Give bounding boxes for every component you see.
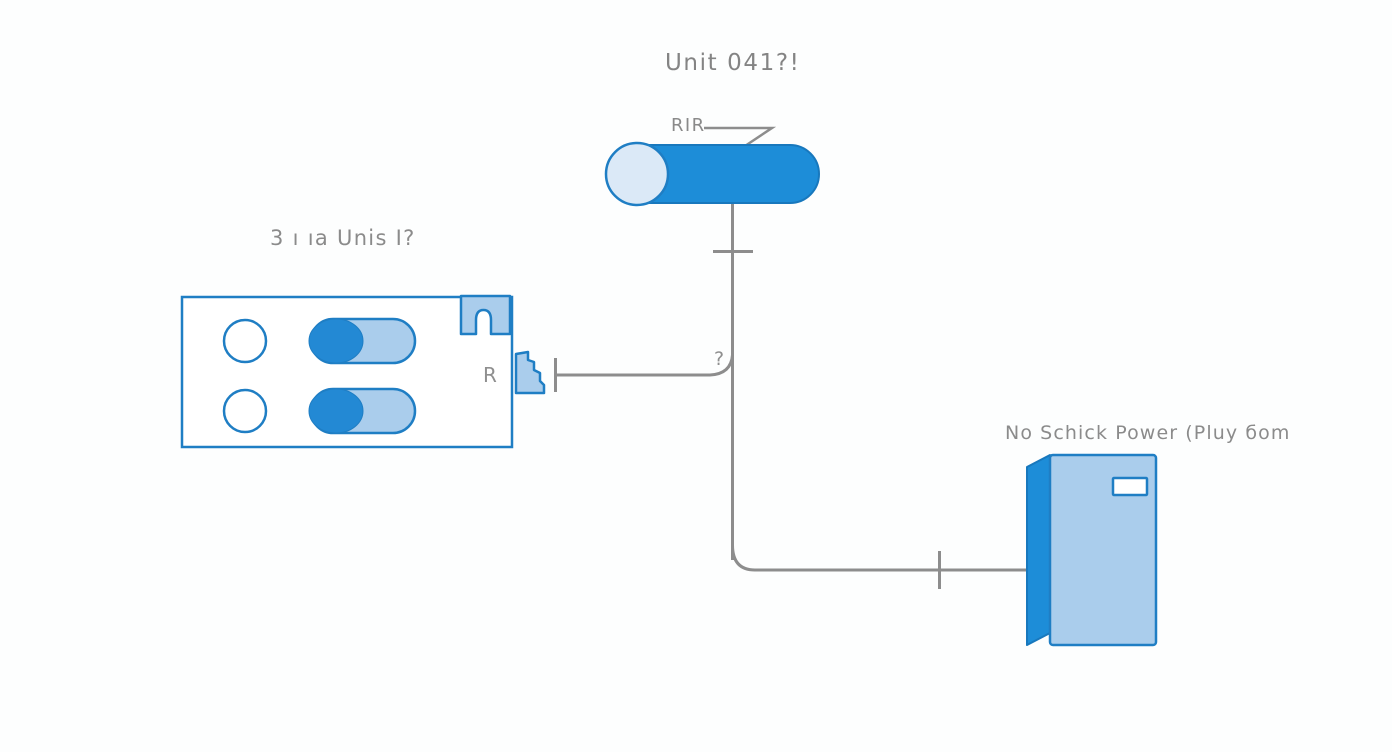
connector-horizontal-left (555, 354, 734, 377)
status-label: No Schick Power (Pluy бom (1005, 422, 1291, 444)
connector-group (554, 126, 1030, 589)
stepped-connector-module[interactable] (514, 350, 546, 395)
panel-toggle-2[interactable] (308, 387, 417, 435)
callout-label-rir: RIR (671, 115, 706, 136)
indicator-circle-2[interactable] (222, 388, 268, 434)
main-power-toggle[interactable] (604, 141, 820, 207)
connector-horizontal-bottom (731, 544, 1030, 572)
panel-toggle-1-knob[interactable] (308, 318, 364, 364)
appliance-display (1111, 476, 1149, 497)
junction-marker-label: ? (714, 348, 725, 370)
appliance-unit[interactable] (1026, 453, 1158, 647)
arch-notch-module[interactable] (459, 294, 512, 336)
panel-toggle-2-knob[interactable] (308, 388, 364, 434)
control-panel[interactable] (180, 294, 546, 449)
appliance-front-face[interactable] (1048, 453, 1158, 647)
panel-side-glyph-label: R (483, 363, 499, 387)
panel-toggle-1[interactable] (308, 317, 417, 365)
indicator-circle-1[interactable] (222, 318, 268, 364)
page-title: Unit 041?! (665, 50, 801, 76)
appliance-side-face (1026, 454, 1051, 646)
control-panel-title: 3 ı ıa Unis I? (270, 226, 416, 250)
main-toggle-knob[interactable] (604, 141, 670, 207)
